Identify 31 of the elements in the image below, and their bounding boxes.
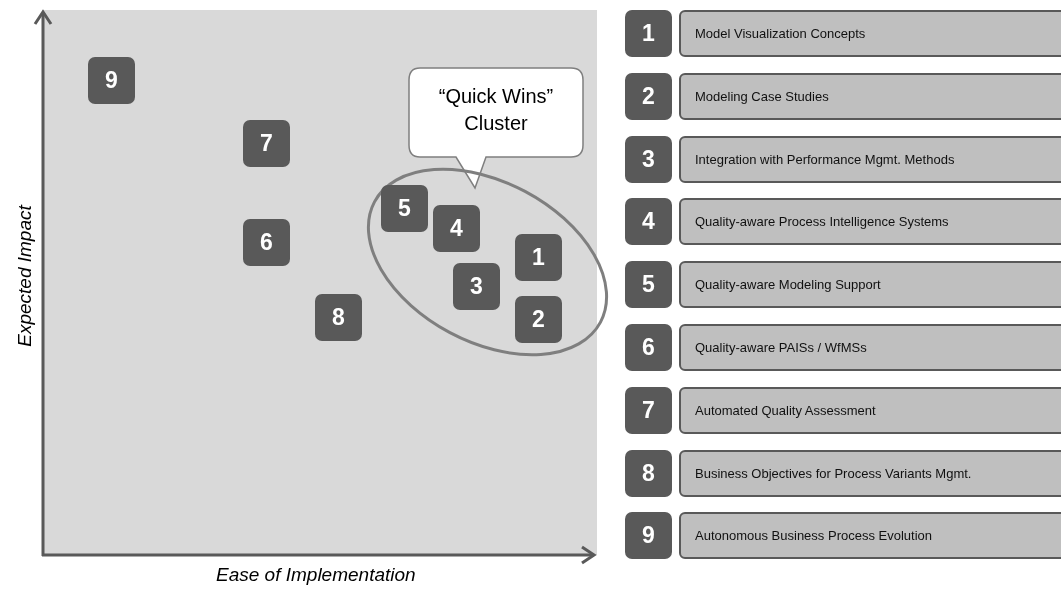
number-marker: 7 — [625, 386, 672, 434]
description-box: Integration with Performance Mgmt. Methods — [679, 135, 1061, 183]
number-marker: 1 — [625, 10, 672, 57]
number-marker: 8 — [315, 294, 362, 341]
number-marker: 1 — [515, 234, 562, 281]
description-box: Autonomous Business Process Evolution — [679, 512, 1061, 560]
description-box: Automated Quality Assessment — [679, 386, 1061, 434]
description-box: Quality-aware Process Intelligence Systems — [679, 198, 1061, 246]
number-marker: 2 — [515, 296, 562, 343]
axis-title: Expected Impact — [14, 203, 36, 349]
description-box: Quality-aware PAISs / WfMSs — [679, 324, 1061, 371]
number-marker: 3 — [453, 263, 500, 310]
description-box: Model Visualization Concepts — [679, 10, 1061, 57]
number-marker: 9 — [625, 512, 672, 560]
number-marker: 5 — [381, 185, 428, 232]
speech-bubble — [408, 67, 584, 190]
number-marker: 5 — [625, 261, 672, 309]
number-marker: 4 — [625, 198, 672, 246]
number-marker: 7 — [243, 120, 290, 167]
number-marker: 8 — [625, 449, 672, 497]
description-box: Quality-aware Modeling Support — [679, 261, 1061, 309]
number-marker: 3 — [625, 135, 672, 183]
axis-title: Ease of Implementation — [216, 564, 416, 586]
description-box: Business Objectives for Process Variants Mgmt. — [679, 449, 1061, 497]
description-box: Modeling Case Studies — [679, 72, 1061, 120]
number-marker: 2 — [625, 72, 672, 120]
number-marker: 6 — [243, 219, 290, 266]
number-marker: 4 — [433, 205, 480, 252]
number-marker: 9 — [88, 57, 135, 104]
callout-text: “Quick Wins” Cluster — [438, 84, 554, 136]
number-marker: 6 — [625, 324, 672, 371]
